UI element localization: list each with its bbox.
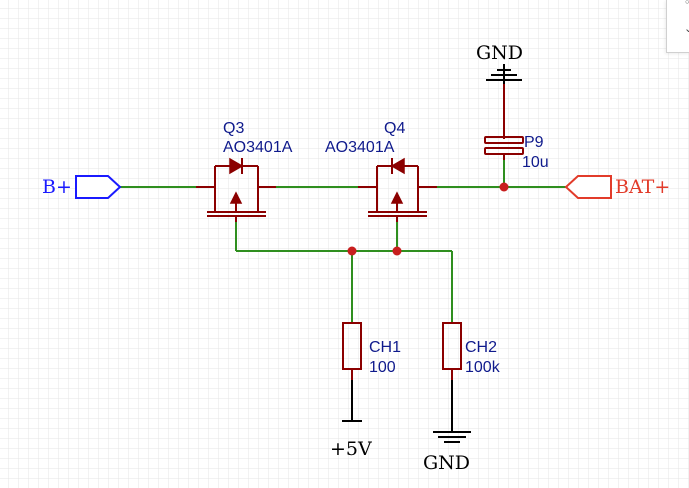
chevron-down-icon[interactable]: ⌄ — [684, 22, 689, 35]
input-net-label: B+ — [42, 176, 72, 198]
resistor-ch1[interactable]: CH1 100 — [342, 322, 401, 380]
ch2-ref: CH2 — [465, 339, 497, 356]
mosfet-q3[interactable]: Q3 AO3401A — [196, 120, 293, 222]
gnd-top-label: GND — [476, 42, 523, 64]
gnd-bottom-label: GND — [423, 452, 470, 474]
q4-diode-arrow — [390, 157, 405, 175]
junction-dot — [347, 246, 357, 256]
output-port-flag[interactable] — [564, 175, 612, 199]
side-panel-edge[interactable]: ◦ ⌄ — [666, 0, 689, 53]
mosfet-q4[interactable]: Q4 AO3401A — [325, 120, 437, 222]
power-symbol-5v[interactable]: +5V — [330, 380, 372, 460]
input-port-flag[interactable] — [75, 175, 122, 199]
capacitor-p9[interactable]: P9 10u — [484, 84, 549, 171]
q4-ref: Q4 — [384, 120, 405, 137]
junction-dot — [392, 246, 402, 256]
ground-symbol-bottom[interactable]: GND — [423, 380, 471, 474]
p9-plate-top — [484, 136, 524, 144]
q3-ref: Q3 — [223, 120, 244, 137]
vcc-label: +5V — [330, 438, 372, 460]
panel-glyph-top: ◦ — [684, 0, 689, 9]
junctions — [347, 182, 509, 256]
p9-ref: P9 — [524, 134, 544, 151]
p9-value: 10u — [522, 154, 549, 171]
ch2-value: 100k — [465, 359, 501, 376]
q3-value: AO3401A — [223, 139, 293, 156]
q4-value: AO3401A — [325, 139, 395, 156]
ch1-ref: CH1 — [369, 339, 401, 356]
ground-symbol-top[interactable]: GND — [476, 42, 523, 84]
ch1-value: 100 — [369, 359, 396, 376]
net-port-output[interactable]: BAT+ — [564, 175, 670, 199]
net-port-input[interactable]: B+ — [42, 175, 122, 199]
q3-diode-arrow — [229, 157, 244, 175]
resistor-ch2[interactable]: CH2 100k — [442, 322, 501, 380]
junction-dot — [499, 182, 509, 192]
output-net-label: BAT+ — [615, 176, 670, 198]
